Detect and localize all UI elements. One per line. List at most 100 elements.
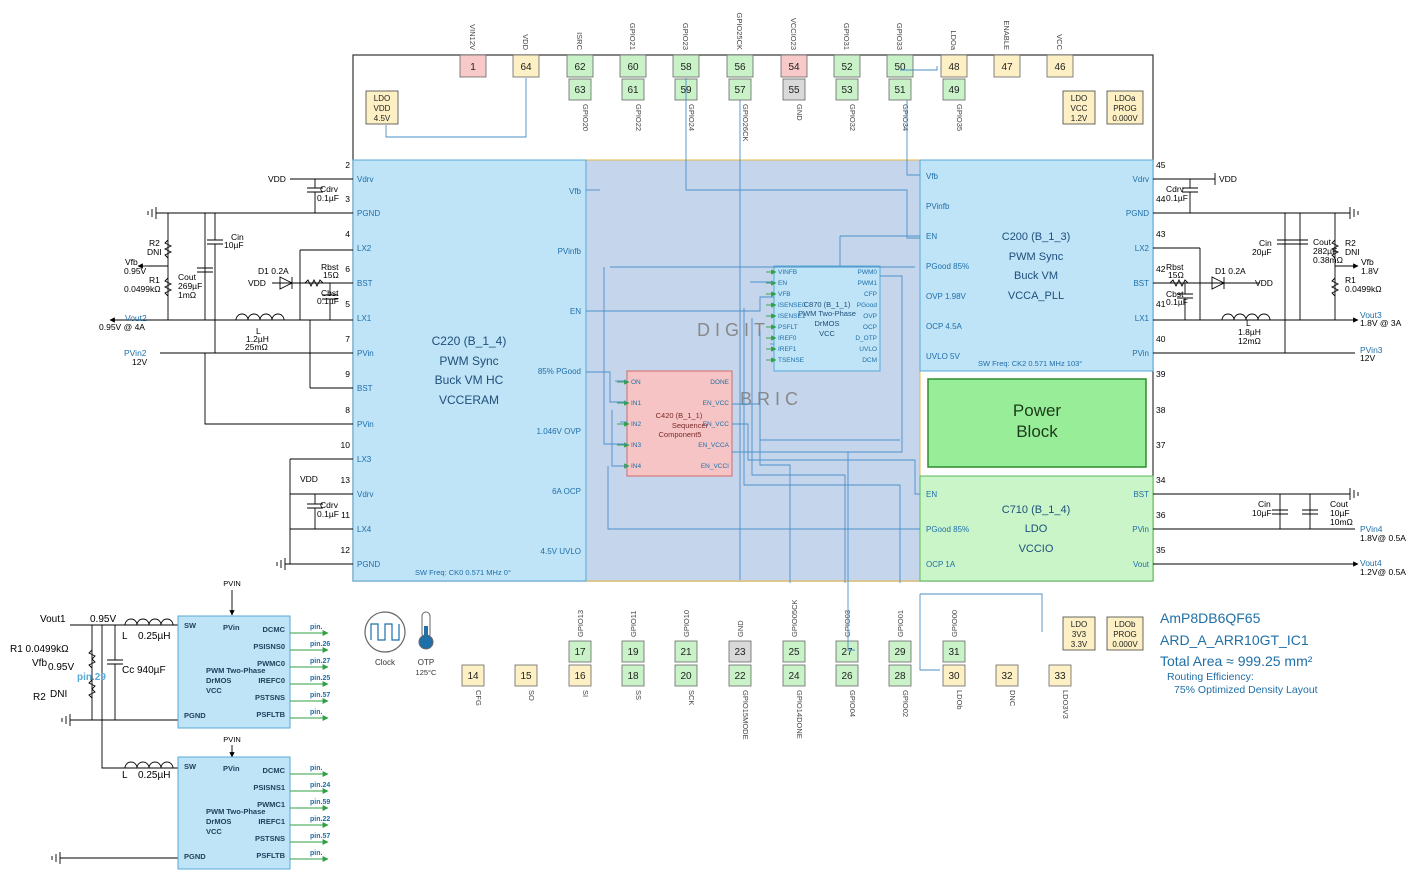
top-pin-63[interactable] <box>568 78 592 101</box>
top-pin-55[interactable] <box>782 78 806 101</box>
bottom-pin-number: 21 <box>680 647 692 658</box>
right-cout: Cout <box>1313 237 1332 247</box>
pvin3-label: PVin3 <box>1360 345 1383 355</box>
left-pin-number: 11 <box>341 510 350 520</box>
bottom-pin-23[interactable] <box>728 640 752 663</box>
bottom-pin-26[interactable] <box>835 664 859 687</box>
ldo-box-line: LDO <box>1071 620 1087 629</box>
top-pin-label: GPIO20 <box>581 104 590 131</box>
top-pin-56[interactable] <box>726 54 754 78</box>
drmos-pvin-label: PVin <box>223 623 240 632</box>
right-vfb: Vfb <box>1361 257 1374 267</box>
left-vdd-bst: VDD <box>248 278 266 288</box>
top-pin-62[interactable] <box>566 54 594 78</box>
bottom-pin-28[interactable] <box>888 664 912 687</box>
c710-pin-pgood: PGood 85% <box>926 525 969 534</box>
drmos-right-pin: IREFC1 <box>258 817 285 826</box>
bottom-pin-25[interactable] <box>782 640 806 663</box>
drmos-vfb: Vfb <box>32 658 47 669</box>
ldob-prog-box[interactable] <box>1106 616 1144 651</box>
drmos-pin-ref: pin.24 <box>310 782 330 789</box>
bottom-pin-label: GPIO15MODE <box>741 690 750 740</box>
vout4-value: 1.2V@ 0.5A <box>1360 567 1406 577</box>
bottom-pin-32[interactable] <box>995 664 1019 687</box>
bottom-pin-19[interactable] <box>621 640 645 663</box>
drmos-pin-ref: pin.22 <box>310 816 330 823</box>
top-pin-label: GPIO23 <box>681 23 690 50</box>
bottom-pin-number: 32 <box>1001 671 1013 682</box>
top-pin-46[interactable] <box>1046 54 1074 78</box>
bottom-pin-number: 24 <box>788 671 800 682</box>
c710-block[interactable] <box>919 475 1154 582</box>
top-pin-label: GPIO32 <box>848 104 857 131</box>
bottom-pin-20[interactable] <box>674 664 698 687</box>
thermometer-icon[interactable] <box>418 611 434 650</box>
left-pin-number: 13 <box>341 475 351 485</box>
c200-block[interactable] <box>919 159 1154 372</box>
top-pin-53[interactable] <box>835 78 859 101</box>
c870-block[interactable] <box>773 265 881 372</box>
drmos-pin-ref: pin.26 <box>310 641 330 648</box>
power-block[interactable] <box>927 378 1147 468</box>
c220-pin-pvinfb: PVinfb <box>558 247 582 256</box>
c420-right-pin: EN_VCC <box>703 421 730 428</box>
config-name: ARD_A_ARR10GT_IC1 <box>1160 632 1309 648</box>
bottom-pin-30[interactable] <box>942 664 966 687</box>
left-d1: D1 0.2A <box>258 266 289 276</box>
bottom-pin-16[interactable] <box>568 664 592 687</box>
pvin3-value: 12V <box>1360 353 1375 363</box>
bottom-pin-33[interactable] <box>1048 664 1072 687</box>
bottom-pin-18[interactable] <box>621 664 645 687</box>
top-pin-51[interactable] <box>888 78 912 101</box>
top-pin-64[interactable] <box>512 54 540 78</box>
ldoa-prog-box[interactable] <box>1106 90 1144 125</box>
c420-left-pin: IN1 <box>631 400 642 407</box>
bottom-pin-label: GPIO05CK <box>790 599 799 637</box>
top-pin-58[interactable] <box>672 54 700 78</box>
bottom-pin-label: GPIO01 <box>896 610 905 637</box>
c220-pin-pgood: 85% PGood <box>538 367 581 376</box>
top-pin-47[interactable] <box>993 54 1021 78</box>
top-pin-1[interactable] <box>459 54 487 78</box>
right-cout-2-val1: 10µF <box>1330 508 1350 518</box>
top-pin-49[interactable] <box>942 78 966 101</box>
otp-temp: 125°C <box>416 668 438 677</box>
bottom-pin-27[interactable] <box>835 640 859 663</box>
top-pin-52[interactable] <box>833 54 861 78</box>
bottom-pin-31[interactable] <box>942 640 966 663</box>
drmos-pin-ref: pin.57 <box>310 692 330 699</box>
bottom-pin-21[interactable] <box>674 640 698 663</box>
bottom-pin-22[interactable] <box>728 664 752 687</box>
drmos-box2[interactable] <box>177 756 291 870</box>
ldo-vdd-box[interactable] <box>365 90 399 125</box>
c870-line-2: PWM Two-Phase <box>798 309 856 318</box>
clock-icon[interactable] <box>364 611 406 653</box>
bottom-pin-24[interactable] <box>782 664 806 687</box>
c420-block[interactable] <box>626 370 733 477</box>
ldo-box-line: 4.5V <box>374 114 391 123</box>
left-pin-label: LX1 <box>357 314 372 323</box>
bottom-pin-17[interactable] <box>568 640 592 663</box>
bottom-pin-14[interactable] <box>461 664 485 687</box>
bottom-pin-15[interactable] <box>514 664 538 687</box>
top-pin-48[interactable] <box>940 54 968 78</box>
c200-line-2: PWM Sync <box>1009 251 1064 263</box>
drmos-box1[interactable] <box>177 615 291 729</box>
bottom-pin-number: 26 <box>841 671 853 682</box>
ldo-3v3-box[interactable] <box>1062 616 1096 651</box>
top-pin-61[interactable] <box>621 78 645 101</box>
top-pin-54[interactable] <box>780 54 808 78</box>
ldo-vcc-box[interactable] <box>1062 90 1096 125</box>
c870-left-pin: PSFLT <box>778 324 798 331</box>
c220-block[interactable] <box>352 159 587 582</box>
drmos-vfb-val: 0.95V <box>48 662 74 673</box>
left-power-circuit <box>120 178 353 570</box>
top-pin-60[interactable] <box>619 54 647 78</box>
right-cout-val2: 0.38mΩ <box>1313 255 1343 265</box>
top-pin-50[interactable] <box>886 54 914 78</box>
c420-right-pin: EN_VCCI <box>701 463 729 470</box>
bottom-pin-29[interactable] <box>888 640 912 663</box>
c420-left-pin: IN2 <box>631 421 642 428</box>
c710-line-3: VCCIO <box>1019 543 1054 555</box>
